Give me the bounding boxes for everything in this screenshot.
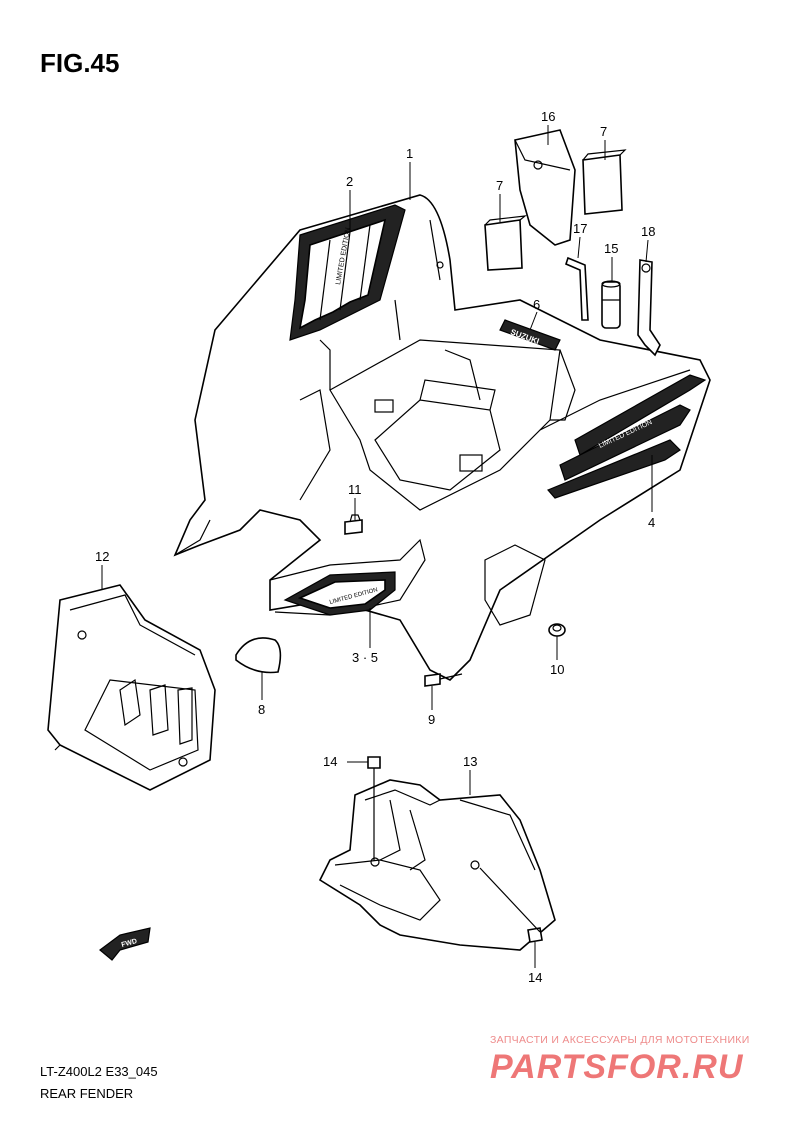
mud-guard-part-13 [318, 779, 556, 951]
decal-part-3-5: LIMITED EDITION [283, 571, 396, 616]
screw-part-9 [424, 673, 463, 687]
callout-8: 8 [258, 702, 265, 717]
callout-2: 2 [346, 174, 353, 189]
screw-part-14b [479, 867, 543, 943]
figure-title: FIG.45 [40, 48, 120, 78]
grommet-part-10 [548, 623, 566, 637]
cap-part-8 [235, 637, 282, 674]
callout-17: 17 [573, 221, 587, 236]
part-group-name: REAR FENDER [40, 1086, 134, 1101]
forward-direction-arrow: FWD [99, 927, 151, 961]
leader-lines [101, 125, 653, 968]
callout-14a: 14 [323, 754, 337, 769]
hex-key-part-17 [565, 256, 589, 321]
callout-1: 1 [406, 146, 413, 161]
model-code: LT-Z400L2 E33_045 [40, 1064, 158, 1079]
callout-11: 11 [348, 482, 362, 497]
callout-3-5: 3 · 5 [352, 650, 378, 665]
callout-14b: 14 [528, 970, 542, 985]
fwd-arrow-text: FWD [121, 938, 138, 949]
mud-guard-part-12 [47, 584, 216, 791]
spanner-part-18 [637, 259, 661, 357]
callout-labels: 1 2 3 · 5 4 6 7 7 8 9 10 11 12 13 14 14 … [95, 109, 655, 985]
callout-4: 4 [648, 515, 655, 530]
callout-9: 9 [428, 712, 435, 727]
callout-7b: 7 [600, 124, 607, 139]
watermark-logo: PARTSFOR.RU [490, 1048, 744, 1086]
callout-18: 18 [641, 224, 655, 239]
clip-part-11 [344, 514, 363, 535]
decal-part-4: LIMITED EDITION [546, 374, 707, 499]
decal-part-2: LIMITED EDITION [289, 204, 406, 341]
foam-pad-part-7b [582, 149, 627, 215]
screw-part-14a [367, 756, 381, 860]
callout-10: 10 [550, 662, 564, 677]
callout-7a: 7 [496, 178, 503, 193]
callout-16: 16 [541, 109, 555, 124]
foam-pad-part-7a [484, 215, 528, 271]
socket-tool-part-15 [601, 280, 621, 329]
callout-12: 12 [95, 549, 109, 564]
callout-13: 13 [463, 754, 477, 769]
callout-15: 15 [604, 241, 618, 256]
watermark-tagline: ЗАПЧАСТИ И АКСЕССУАРЫ ДЛЯ МОТОТЕХНИКИ [490, 1034, 750, 1046]
callout-6: 6 [533, 297, 540, 312]
tool-bag-part-16 [514, 129, 576, 246]
